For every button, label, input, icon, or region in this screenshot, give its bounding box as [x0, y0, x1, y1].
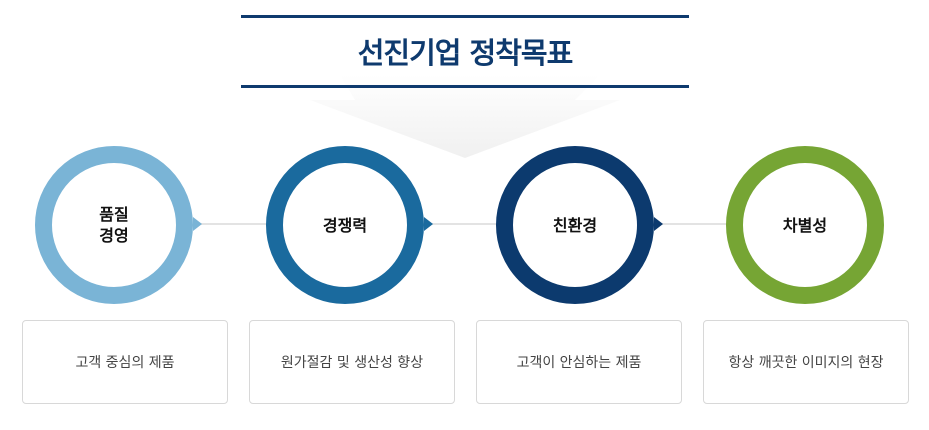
page-title: 선진기업 정착목표 — [357, 36, 574, 70]
goal-circle-competitiveness: 경쟁력 — [266, 146, 424, 304]
connector-arrow — [654, 217, 663, 231]
goal-desc-box: 항상 깨끗한 이미지의 현장 — [703, 320, 909, 404]
title-top-rule — [241, 15, 689, 18]
down-arrow-shape — [310, 75, 620, 158]
goal-desc-box: 고객이 안심하는 제품 — [476, 320, 682, 404]
goal-desc-box: 원가절감 및 생산성 향상 — [249, 320, 455, 404]
title-bottom-rule — [241, 85, 689, 88]
connector-arrow — [193, 217, 202, 231]
goal-circle-differentiation: 차별성 — [726, 146, 884, 304]
connector-arrow — [424, 217, 433, 231]
goal-desc-box: 고객 중심의 제품 — [22, 320, 228, 404]
connector-line — [195, 223, 735, 225]
goal-circle-quality: 품질 경영 — [35, 146, 193, 304]
goal-circle-eco: 친환경 — [496, 146, 654, 304]
